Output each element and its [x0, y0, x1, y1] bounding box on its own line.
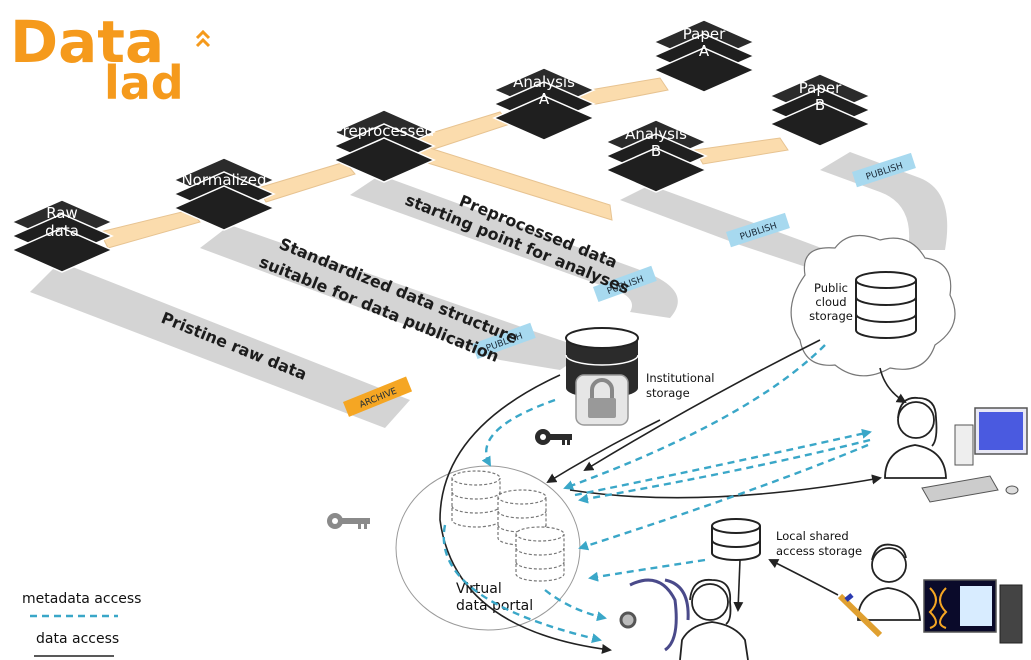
stack-raw-label-1: Raw [46, 204, 78, 222]
stack-analysis-b-label-1: Analysis [625, 125, 687, 143]
key-icon [327, 513, 370, 529]
database-icon [451, 470, 501, 528]
track-normalized [200, 225, 590, 370]
stack-preprocessed: Preprocessed [332, 109, 436, 183]
cloud-label-1: Public [814, 281, 848, 295]
legend-data-label: data access [36, 631, 119, 647]
track-preprocessed [350, 175, 678, 318]
user-icon [679, 578, 749, 660]
local-label-2: access storage [776, 544, 862, 558]
stack-layer [604, 147, 708, 193]
connectors [99, 77, 789, 249]
stack-paper-b-label-1: Paper [799, 79, 842, 97]
stack-analysis-a-label-2: A [539, 90, 550, 108]
stack-layer [652, 47, 756, 93]
portal-label-1: Virtual [456, 581, 502, 597]
track-paper-b [820, 152, 948, 250]
stack-layer [332, 137, 436, 183]
track-analysis-b [620, 185, 840, 270]
stack-paper-a-label-1: Paper [683, 25, 726, 43]
database-icon [711, 518, 761, 561]
metadata-access-arrows [442, 344, 872, 644]
institutional-label-2: storage [646, 386, 690, 400]
stack-layer [10, 227, 114, 273]
stack-paper-a-label-2: A [699, 42, 710, 60]
stack-analysis-a-label-1: Analysis [513, 73, 575, 91]
stack-analysis-a: Analysis A [492, 67, 596, 141]
data-access-arrows [439, 339, 907, 654]
dataset-stacks: Raw data Normalized Preprocessed Analysi… [10, 19, 872, 273]
legend: metadata access data access [22, 591, 141, 657]
connector-analysis-a-paper-a [577, 77, 669, 107]
datalad-logo: Data lad [10, 8, 211, 110]
local-label-1: Local shared [776, 529, 849, 543]
stack-paper-b-label-2: B [815, 96, 825, 114]
stack-raw-data: Raw data [10, 199, 114, 273]
stack-layer [768, 101, 872, 147]
user-icon [884, 396, 947, 479]
logo-text-lad: lad [104, 56, 184, 110]
local-shared-storage: Local shared access storage [711, 518, 862, 561]
track-raw [30, 262, 410, 428]
stack-paper-a: Paper A [652, 19, 756, 93]
lock-icon [575, 374, 629, 426]
logo-chevron-icon [195, 29, 211, 48]
computer-icon [923, 579, 1023, 644]
stack-analysis-b-label-2: B [651, 142, 661, 160]
key-icon [535, 429, 572, 445]
portal-label-2: data portal [456, 598, 533, 614]
stack-normalized-label: Normalized [181, 171, 266, 189]
stack-raw-label-2: data [45, 222, 79, 240]
cloud-label-3: storage [809, 309, 853, 323]
tracks [30, 152, 948, 428]
institutional-storage: Institutional storage [565, 327, 714, 426]
database-icon [855, 271, 917, 339]
computer-icon [921, 407, 1028, 503]
institutional-label-1: Institutional [646, 371, 714, 385]
connector-raw-normalized [99, 209, 201, 249]
logo-text-data: Data [10, 8, 164, 76]
cloud-label-2: cloud [815, 295, 846, 309]
legend-metadata-label: metadata access [22, 591, 141, 607]
stack-normalized: Normalized [172, 157, 276, 231]
stack-paper-b: Paper B [768, 73, 872, 147]
stack-layer [492, 95, 596, 141]
stack-layer [172, 185, 276, 231]
user-icon [857, 543, 921, 621]
stack-preprocessed-label: Preprocessed [334, 122, 434, 140]
dna-icon [928, 587, 948, 629]
stethoscope-icon [619, 578, 690, 652]
connector-analysis-b-paper-b [694, 137, 789, 165]
public-cloud-storage: Public cloud storage [790, 234, 956, 377]
stack-analysis-b: Analysis B [604, 119, 708, 193]
connector-normalized-preprocessed [257, 161, 356, 203]
database-icon [515, 526, 565, 582]
pipette-icon [837, 593, 883, 638]
